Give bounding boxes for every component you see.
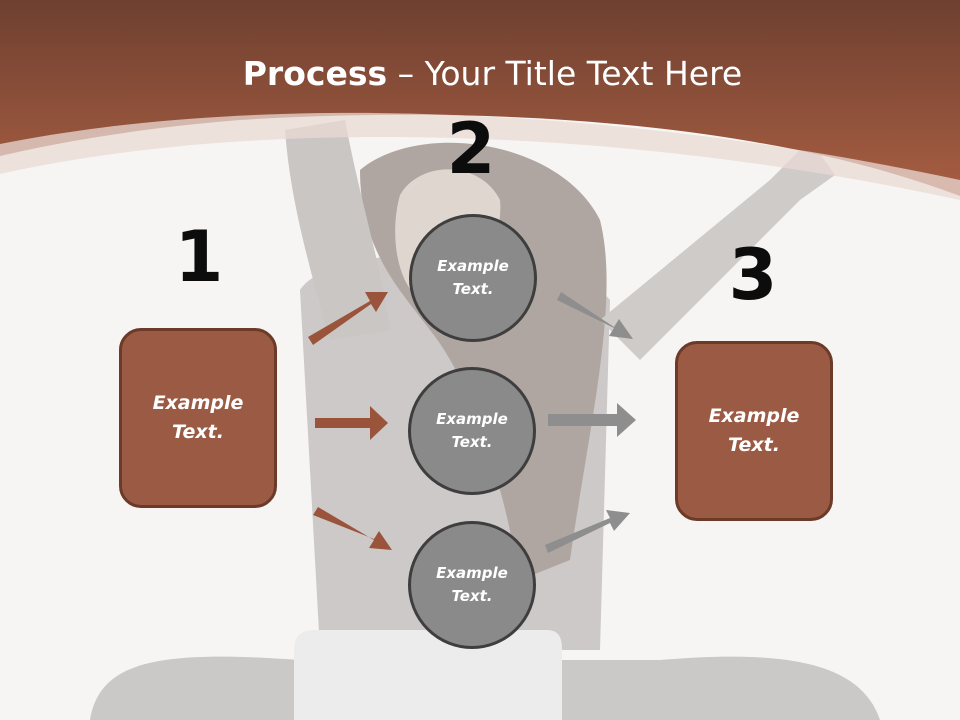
- arrow-box1-to-circle-middle: [315, 406, 388, 440]
- arrows-to-box: [545, 292, 636, 553]
- step-number-1: 1: [174, 216, 224, 298]
- slide-title: Process – Your Title Text Here: [0, 52, 960, 96]
- step-circle-top-text: Example Text.: [437, 257, 509, 298]
- arrow-box1-to-circle-bottom: [313, 507, 392, 550]
- step-box-1: Example Text.: [119, 328, 277, 508]
- step-circle-middle-text: Example Text.: [436, 410, 508, 451]
- step-circle-bottom: Example Text.: [408, 521, 536, 649]
- step-number-2: 2: [446, 108, 496, 190]
- step-box-3-text: Example Text.: [708, 405, 800, 456]
- header-band: [0, 0, 960, 196]
- step-box-3: Example Text.: [675, 341, 833, 521]
- step-circle-bottom-text: Example Text.: [436, 564, 508, 605]
- arrow-circle-top-to-box3: [557, 292, 633, 339]
- arrow-circle-bottom-to-box3: [545, 510, 630, 553]
- title-rest: – Your Title Text Here: [387, 54, 743, 93]
- title-bold: Process: [242, 54, 388, 93]
- arrows-to-circles: [308, 292, 392, 550]
- header-swoosh: [0, 112, 960, 200]
- arrow-circle-middle-to-box3: [548, 403, 636, 437]
- step-circle-middle: Example Text.: [408, 367, 536, 495]
- step-number-3: 3: [728, 234, 778, 316]
- arrow-box1-to-circle-top: [308, 292, 388, 345]
- step-circle-top: Example Text.: [409, 214, 537, 342]
- step-box-1-text: Example Text.: [152, 392, 244, 443]
